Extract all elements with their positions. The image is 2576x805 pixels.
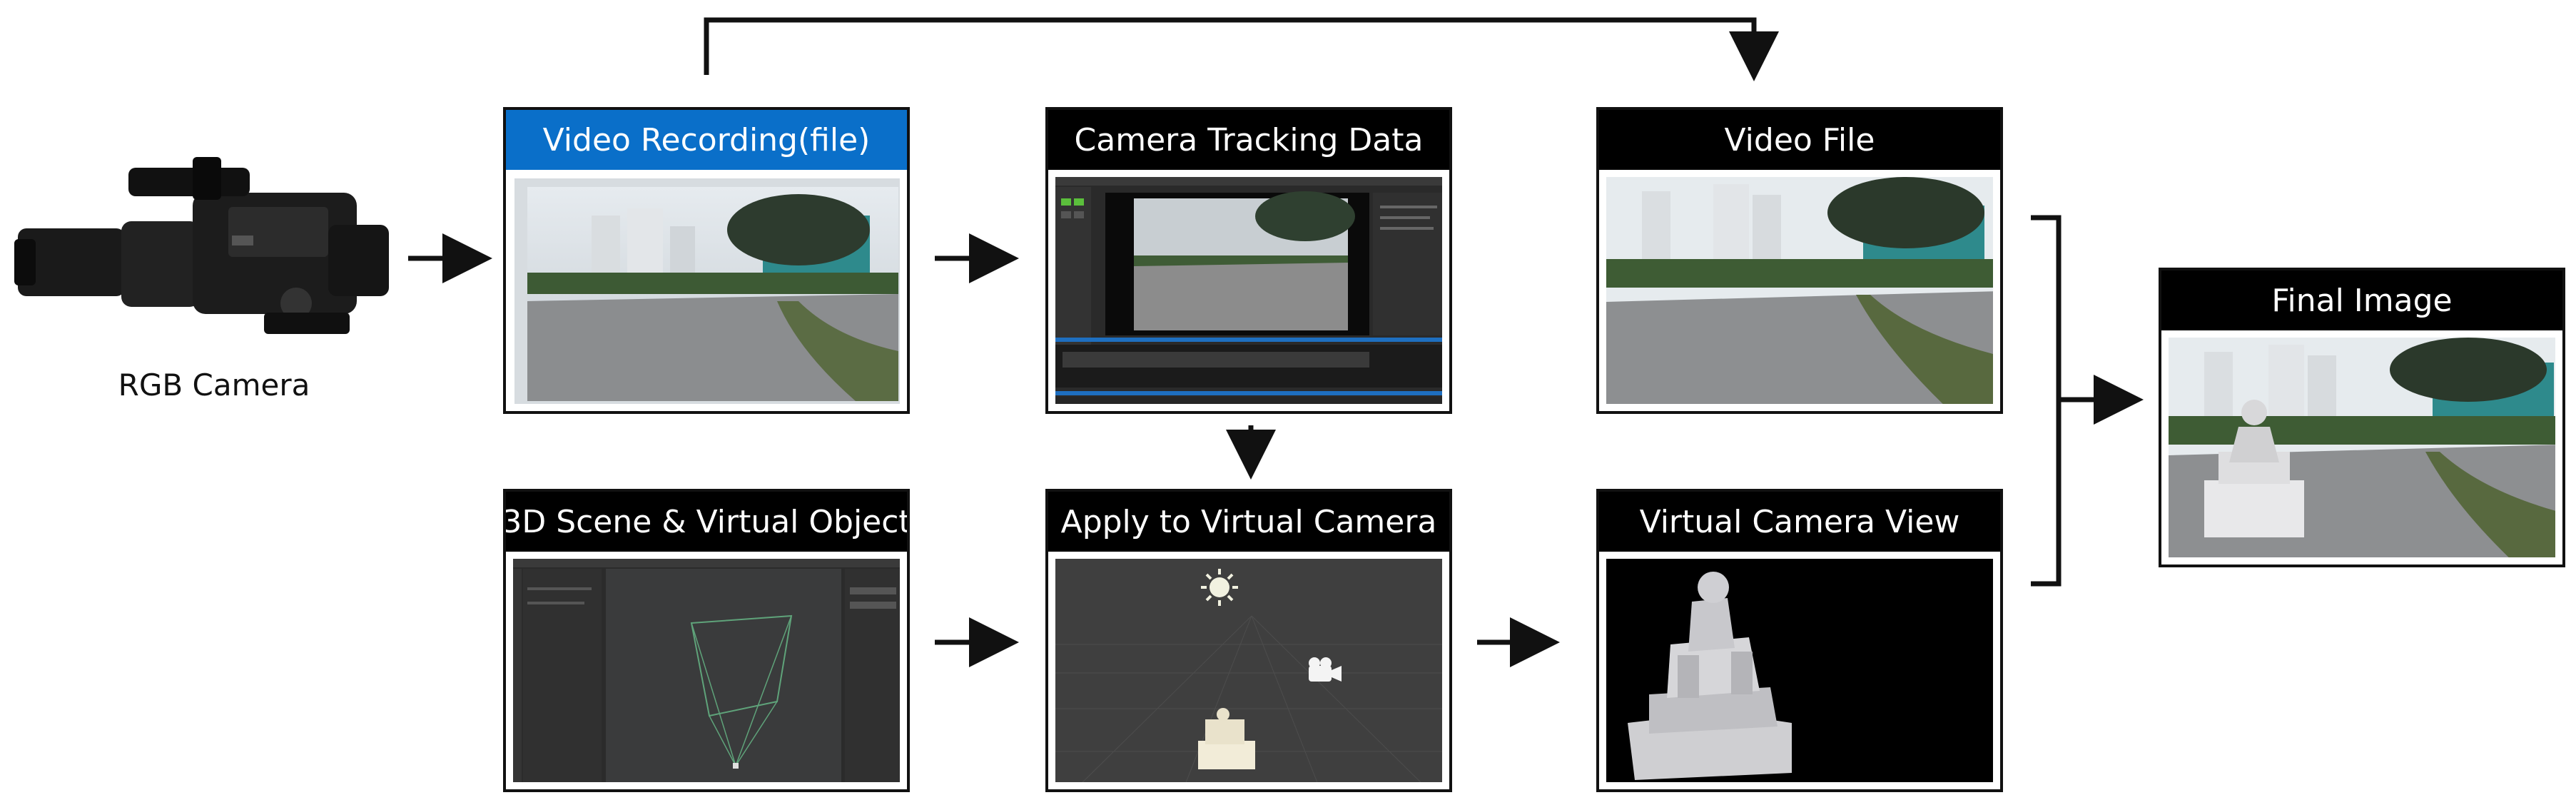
panel-title: Apply to Virtual Camera [1048, 492, 1449, 552]
virtual-camera-icon [1309, 657, 1342, 682]
rendered-object-view [1606, 559, 1993, 782]
video-frame [527, 187, 898, 401]
sun-light-icon [1201, 569, 1238, 606]
panel-title: Virtual Camera View [1599, 492, 2000, 552]
panel-virtual-camera-view: Virtual Camera View [1596, 489, 2003, 792]
stacked-video-frames [513, 177, 900, 404]
rgb-camera [14, 157, 403, 343]
video-file-frame [1606, 177, 1993, 404]
3d-software-screenshot [513, 559, 900, 782]
statue-model-icon [1628, 572, 1792, 780]
statue-model-icon [2204, 400, 2304, 537]
virtual-scene-view [1055, 559, 1442, 782]
panel-title: 3D Scene & Virtual Object [506, 492, 907, 552]
panel-3d-scene: 3D Scene & Virtual Object [503, 489, 910, 792]
panel-video-file: Video File [1596, 107, 2003, 414]
arrow-recording-to-videofile [704, 17, 1779, 81]
panel-title: Final Image [2161, 270, 2562, 330]
panel-apply-virtual-camera: Apply to Virtual Camera [1045, 489, 1452, 792]
panel-video-recording: Video Recording(file) [503, 107, 910, 414]
composited-frame [2169, 338, 2555, 557]
merge-bracket [2031, 215, 2062, 587]
panel-title: Video Recording(file) [506, 110, 907, 170]
panel-title: Camera Tracking Data [1048, 110, 1449, 170]
panel-final-image: Final Image [2159, 268, 2565, 567]
statue-model-icon [1198, 708, 1255, 769]
camcorder-icon [14, 157, 389, 334]
panel-title: Video File [1599, 110, 2000, 170]
panel-camera-tracking: Camera Tracking Data [1045, 107, 1452, 414]
tracking-software-screenshot [1055, 177, 1442, 404]
rgb-camera-label: RGB Camera [118, 368, 310, 402]
